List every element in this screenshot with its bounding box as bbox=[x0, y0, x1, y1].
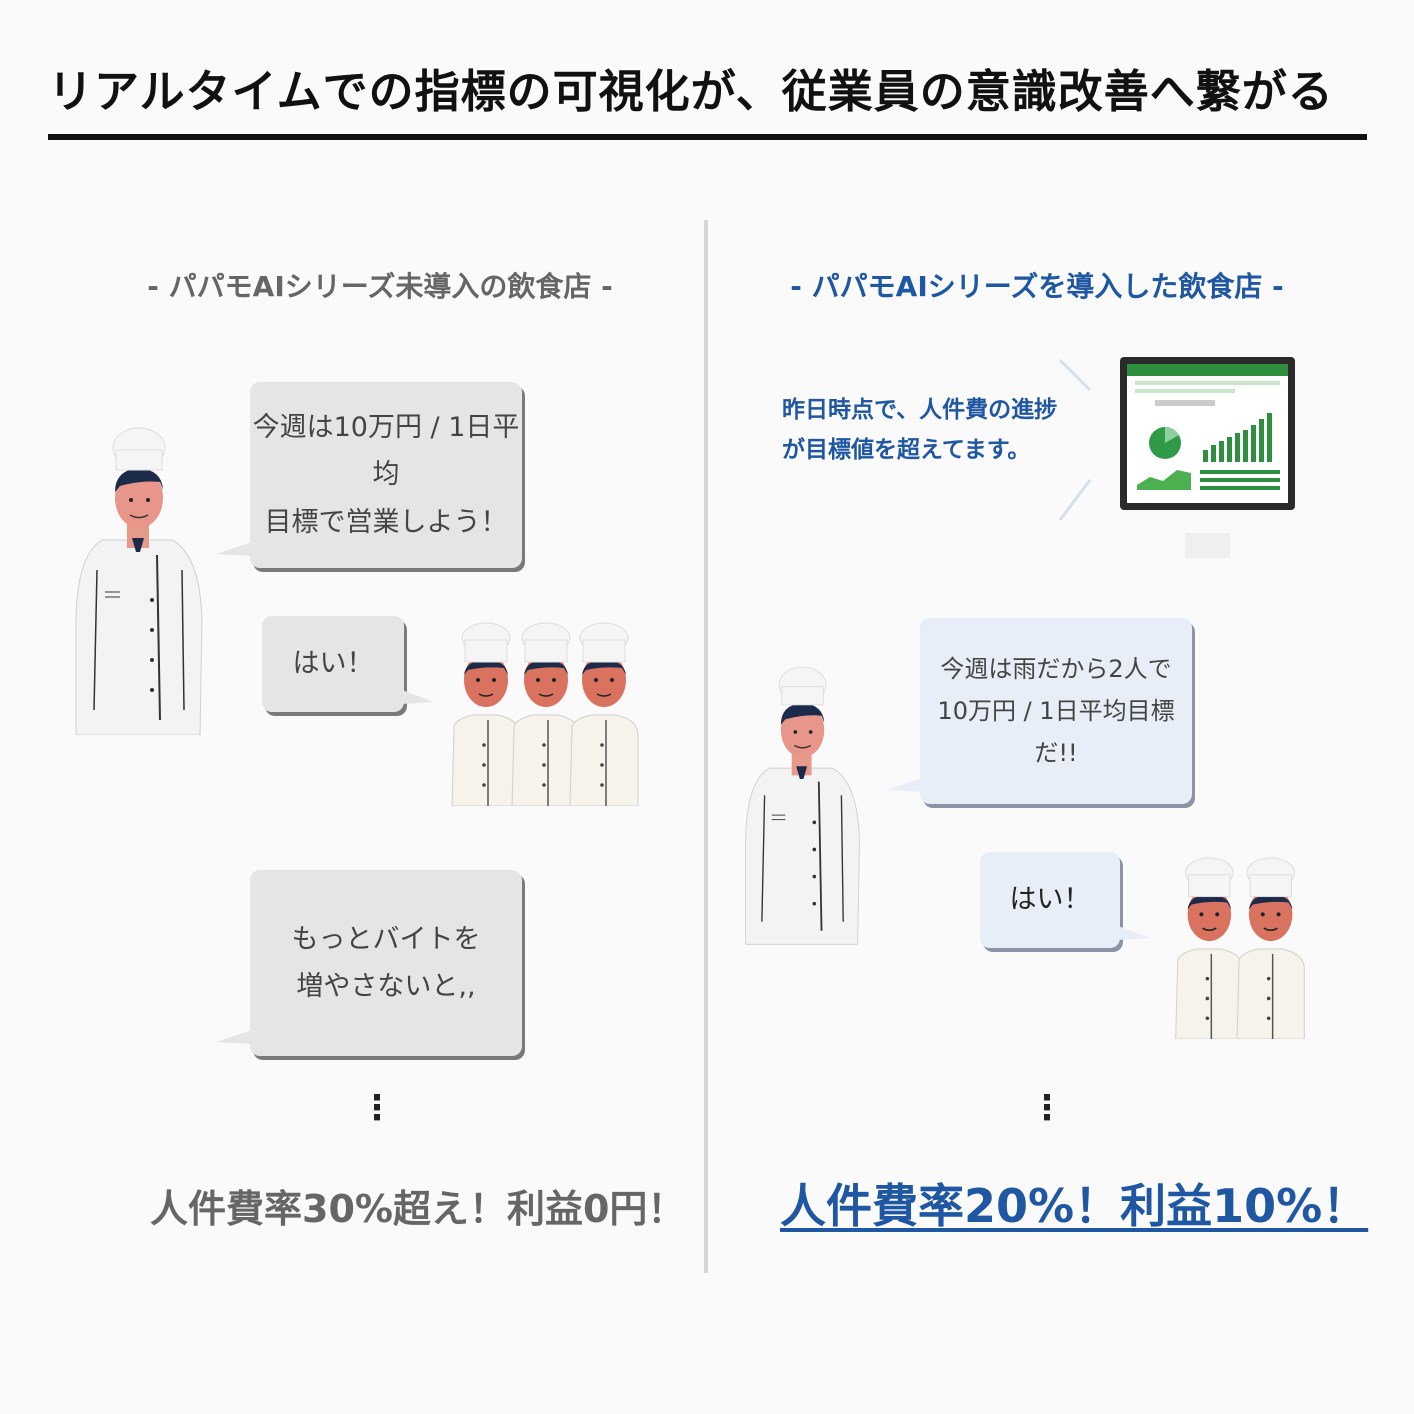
right-speech-bubble-2: はい！ bbox=[980, 852, 1150, 948]
monitor-message: 昨日時点で、人件費の進捗 が目標値を超えてます。 bbox=[782, 397, 1058, 464]
title-underline bbox=[48, 134, 1367, 140]
panel-divider bbox=[704, 220, 708, 1273]
head-chef-icon bbox=[745, 666, 860, 945]
bubble-text: もっとバイトを 増やさないと,, bbox=[291, 923, 481, 1002]
continuation-dots: ⋮ bbox=[1030, 1088, 1064, 1128]
bubble-text: 今週は雨だから2人で 10万円 / 1日平均目標だ!! bbox=[937, 655, 1175, 767]
right-panel-heading: - パパモAIシリーズを導入した飲食店 - bbox=[790, 270, 1284, 303]
chef-group-icon bbox=[1175, 857, 1306, 1039]
left-panel-heading: - パパモAIシリーズ未導入の飲食店 - bbox=[147, 270, 613, 303]
continuation-dots: ⋮ bbox=[360, 1088, 394, 1128]
left-speech-bubble-2: はい！ bbox=[262, 616, 434, 712]
left-result: 人件費率30%超え！利益0円！ bbox=[150, 1187, 686, 1231]
right-speech-bubble-1: 今週は雨だから2人で 10万円 / 1日平均目標だ!! bbox=[886, 618, 1192, 804]
bubble-text: 今週は10万円 / 1日平均 目標で営業しよう！ bbox=[252, 412, 520, 538]
bubble-text: はい！ bbox=[292, 648, 374, 680]
left-speech-bubble-1: 今週は10万円 / 1日平均 目標で営業しよう！ bbox=[216, 382, 522, 568]
page-title: リアルタイムでの指標の可視化が、従業員の意識改善へ繋がる bbox=[48, 65, 1334, 118]
bubble-text: はい！ bbox=[1009, 884, 1091, 916]
right-result: 人件費率20%！利益10%！ bbox=[780, 1179, 1369, 1233]
left-speech-bubble-3: もっとバイトを 増やさないと,, bbox=[216, 870, 522, 1056]
monitor-dashboard-icon bbox=[1058, 357, 1295, 558]
chef-group-icon bbox=[451, 622, 639, 806]
head-chef-icon bbox=[75, 427, 203, 735]
